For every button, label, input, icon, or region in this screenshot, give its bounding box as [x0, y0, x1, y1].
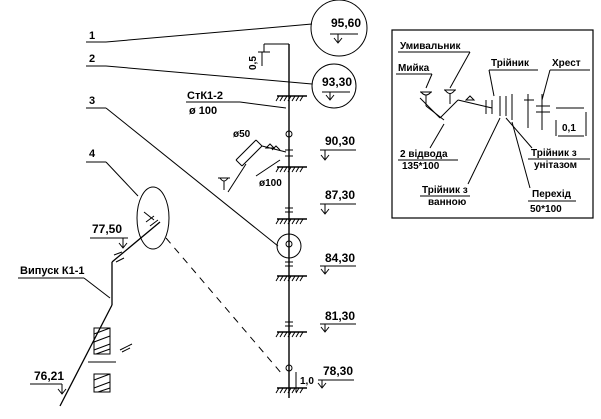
legend-reducer-2: 50*100 — [530, 204, 562, 215]
mark-top2: 93,30 — [322, 75, 352, 89]
floor-level-1: 90,30 — [275, 134, 356, 173]
bottom-dim-label: 1,0 — [300, 376, 314, 387]
riser-diameter: ø 100 — [189, 105, 217, 117]
fittings-legend: Умивальник Мийка Трійник Хрест — [391, 29, 594, 219]
mark-floor5: 78,30 — [323, 364, 353, 378]
mark-floor4: 81,30 — [325, 309, 355, 323]
legend-two-bends-2: 135*100 — [402, 161, 440, 172]
callout-4: 4 — [86, 148, 283, 375]
mark-outlet-top: 77,50 — [92, 222, 122, 236]
floor-level-4: 81,30 — [275, 309, 356, 338]
svg-text:4: 4 — [89, 148, 96, 160]
svg-text:1: 1 — [89, 30, 95, 42]
mark-floor1: 90,30 — [325, 134, 355, 148]
riser-fittings — [285, 130, 293, 372]
legend-tee-bath-2: ванною — [428, 197, 467, 208]
svg-text:2: 2 — [89, 53, 95, 65]
riser-label: СтК1-2 — [187, 90, 223, 102]
branch-d100-label: ø100 — [259, 178, 282, 189]
outlet-label: Випуск К1-1 — [20, 265, 85, 277]
branch-d50-label: ø50 — [233, 129, 251, 140]
legend-tee-bath-1: Трійник з — [422, 185, 468, 196]
legend-tee1: Трійник — [491, 58, 530, 69]
mark-top1: 95,60 — [331, 16, 361, 30]
floor-level-2: 87,30 — [275, 188, 356, 225]
legend-two-bends-1: 2 відвода — [400, 149, 448, 160]
mark-floor2: 87,30 — [325, 188, 355, 202]
main-riser: 0,5 — [248, 43, 307, 398]
callout-1: 1 95,60 — [86, 0, 368, 57]
floor-branch: ø50 ø100 — [218, 129, 287, 193]
legend-sink: Мийка — [398, 63, 430, 74]
legend-reducer-1: Перехід — [532, 189, 572, 200]
svg-text:3: 3 — [89, 95, 95, 107]
callout-2: 2 93,30 — [86, 53, 357, 109]
outlet: 77,50 Випуск К1-1 76,21 — [18, 211, 161, 407]
mark-outlet-bottom: 76,21 — [34, 369, 64, 383]
callout-3: 3 — [86, 95, 302, 259]
legend-scale-dim: 0,1 — [562, 123, 576, 134]
floor-level-5: 78,30 1,0 — [275, 364, 354, 394]
legend-cross: Хрест — [552, 58, 581, 69]
floor-level-3: 84,30 — [275, 251, 356, 282]
vent-dim-label: 0,5 — [248, 56, 259, 70]
legend-tee-wc-2: унітазом — [534, 160, 577, 171]
legend-washbasin: Умивальник — [400, 41, 462, 52]
mark-floor3: 84,30 — [325, 251, 355, 265]
legend-tee-wc-1: Трійник з — [531, 148, 577, 159]
